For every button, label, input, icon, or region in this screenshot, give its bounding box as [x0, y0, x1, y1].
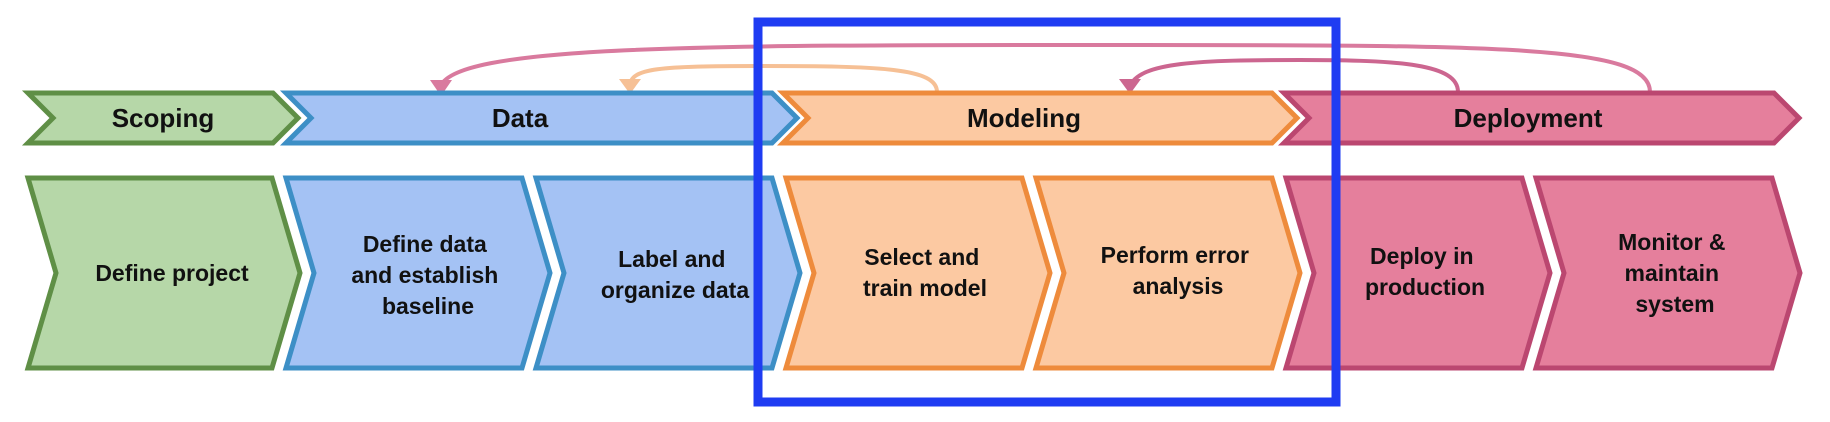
step-line: Label and	[618, 246, 725, 272]
step-line: production	[1365, 274, 1485, 300]
step-label-deploy: Deploy in production	[1365, 243, 1485, 300]
phase-chevron-data	[279, 90, 801, 146]
step-define-project: Define project	[24, 175, 303, 371]
step-line: and establish	[351, 262, 498, 288]
step-line: Perform error	[1101, 242, 1249, 268]
step-chevron	[24, 175, 303, 371]
phase-chevron-deployment	[1277, 90, 1803, 146]
step-chevron	[1532, 175, 1803, 371]
step-line: Define data	[363, 231, 487, 257]
phase-modeling: Modeling	[776, 90, 1301, 146]
phase-data: Data	[279, 90, 801, 146]
step-define-data: Define data and establish baseline	[282, 175, 553, 371]
step-select-train-model: Select and train model	[782, 175, 1053, 371]
step-deploy-in-production: Deploy in production	[1282, 175, 1553, 371]
feedback-arrow-deployment-to-modeling	[1128, 57, 1460, 93]
step-label-define-project: Define project	[95, 260, 249, 286]
feedback-arrows	[430, 43, 1652, 96]
step-chevron	[1282, 175, 1553, 371]
phase-scoping: Scoping	[21, 90, 302, 146]
phase-label-modeling: Modeling	[967, 103, 1081, 133]
step-line: Deploy in	[1370, 243, 1474, 269]
step-line: Monitor &	[1618, 229, 1725, 255]
step-label-error-analysis: Perform error analysis	[1101, 242, 1256, 299]
step-line: baseline	[382, 293, 474, 319]
step-line: organize data	[601, 277, 749, 303]
step-chevron	[282, 175, 553, 371]
step-line: Define project	[95, 260, 249, 286]
step-line: train model	[863, 275, 987, 301]
feedback-arrow-deployment-to-data	[438, 43, 1652, 93]
phase-label-deployment: Deployment	[1454, 103, 1603, 133]
step-line: Select and	[864, 244, 979, 270]
phase-chevron-scoping	[21, 90, 302, 146]
phase-deployment: Deployment	[1277, 90, 1803, 146]
phase-chevron-modeling	[776, 90, 1301, 146]
feedback-arrowhead-deployment-to-data	[430, 80, 452, 96]
step-chevron	[532, 175, 803, 371]
phase-label-data: Data	[492, 103, 549, 133]
feedback-arrow-modeling-to-data	[628, 63, 939, 93]
step-chevron	[1032, 175, 1303, 371]
step-line: maintain	[1625, 260, 1720, 286]
step-label-define-data: Define data and establish baseline	[351, 231, 504, 319]
step-label-monitor: Monitor & maintain system	[1618, 229, 1732, 317]
step-perform-error-analysis: Perform error analysis	[1032, 175, 1303, 371]
feedback-arrowhead-deployment-to-modeling	[1119, 79, 1141, 94]
step-label-organize-data: Label and organize data	[532, 175, 803, 371]
step-line: analysis	[1133, 273, 1224, 299]
step-label-label-organize: Label and organize data	[601, 246, 749, 303]
highlight-box-modeling	[753, 17, 1341, 407]
step-monitor-maintain-system: Monitor & maintain system	[1532, 175, 1803, 371]
step-chevron	[782, 175, 1053, 371]
step-line: system	[1635, 291, 1714, 317]
feedback-arrowhead-modeling-to-data	[619, 79, 641, 94]
phase-label-scoping: Scoping	[112, 103, 215, 133]
step-label-select-train: Select and train model	[863, 244, 987, 301]
